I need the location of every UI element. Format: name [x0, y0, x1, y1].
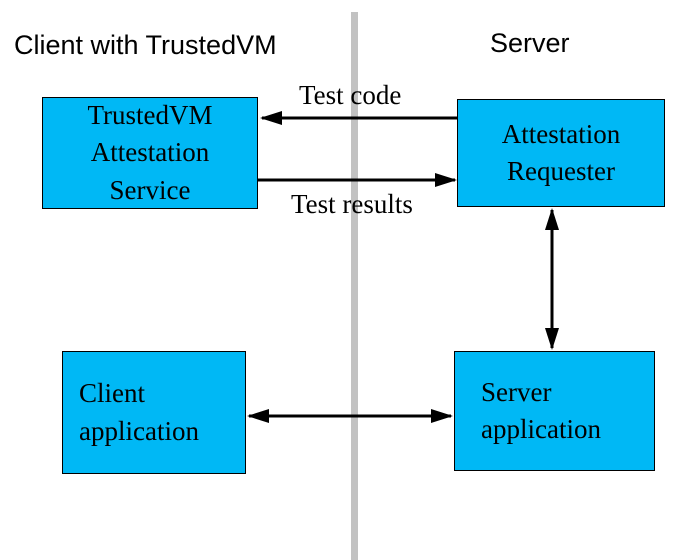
attestation-requester-line-1: Attestation: [501, 118, 621, 149]
client-application-line-2: application: [79, 415, 199, 446]
attestation-service-line-1: TrustedVM: [87, 100, 213, 131]
server-side-heading: Server: [490, 28, 570, 58]
client-side-heading: Client with TrustedVM: [14, 30, 277, 60]
test-results-label: Test results: [291, 189, 413, 219]
attestation-requester-box: Attestation Requester: [457, 99, 665, 207]
server-application-box: Server application: [454, 351, 655, 471]
server-application-line-2: application: [481, 414, 601, 444]
test-code-label: Test code: [299, 80, 402, 110]
client-application-box: Client application: [62, 351, 246, 474]
attestation-service-line-3: Service: [109, 174, 191, 205]
attestation-service-line-2: Attestation: [90, 137, 210, 168]
attestation-requester-line-2: Requester: [507, 156, 615, 186]
server-application-line-1: Server: [481, 376, 552, 407]
client-server-divider: [351, 12, 358, 560]
client-application-line-1: Client: [79, 378, 145, 409]
attestation-service-box: TrustedVM Attestation Service: [42, 97, 258, 209]
